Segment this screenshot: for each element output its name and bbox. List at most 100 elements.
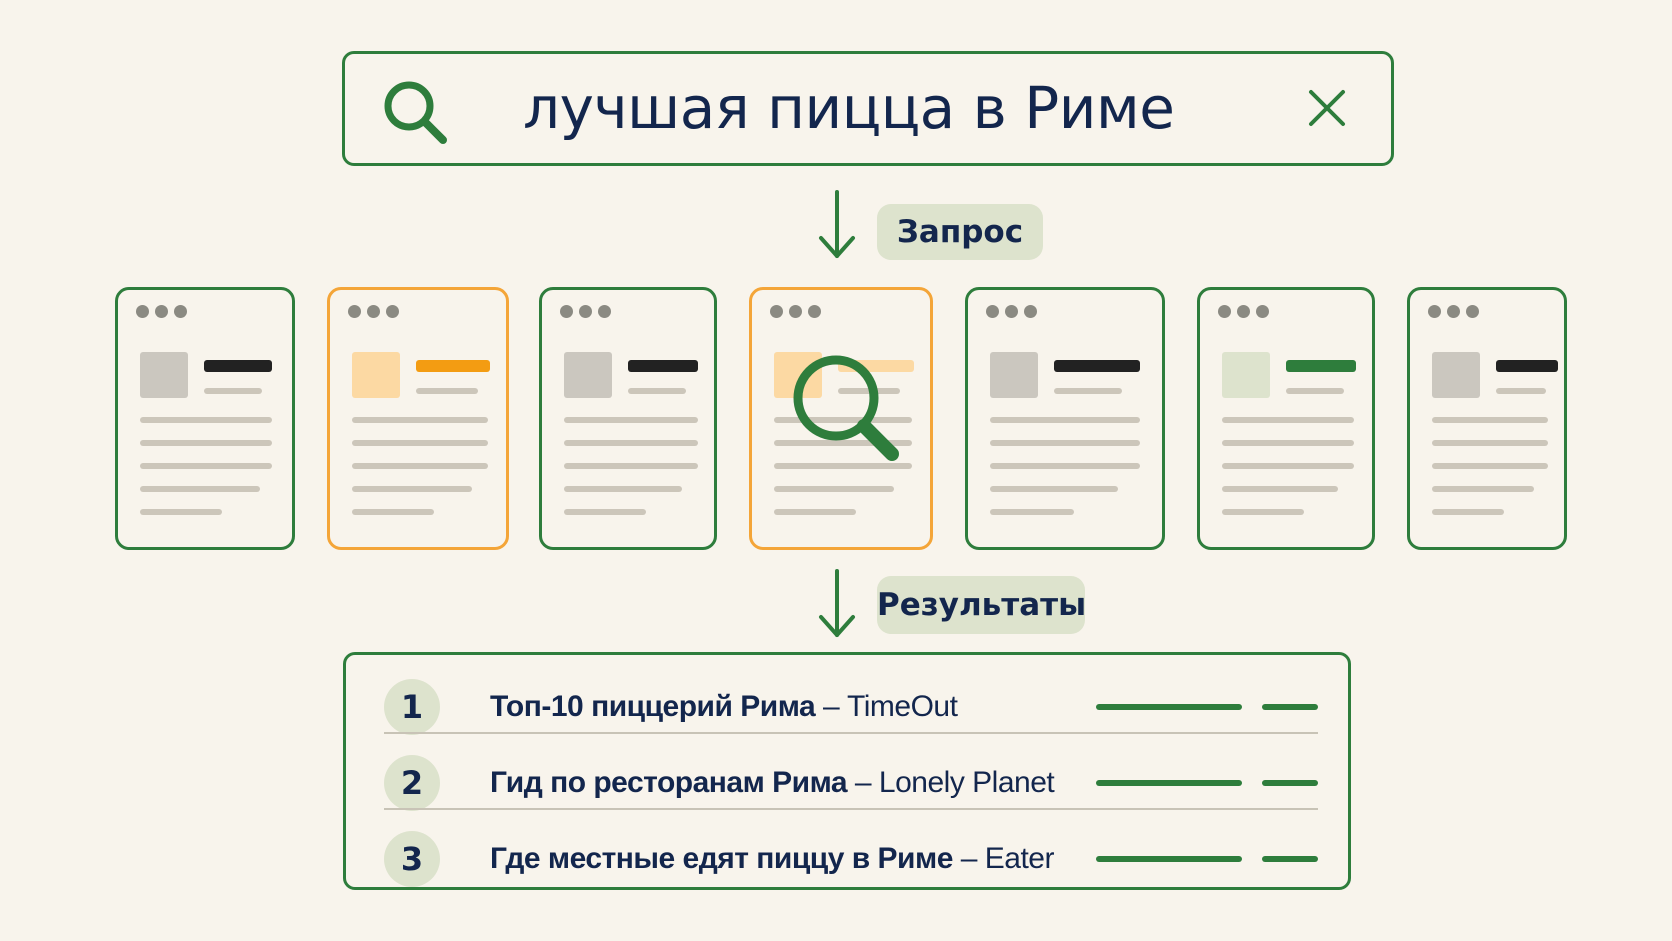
text-line [774,463,912,469]
result-separator: – [952,842,985,875]
text-line [140,463,272,469]
page-heading [628,360,698,372]
page-thumbnail [990,352,1038,398]
text-line [140,417,272,423]
text-line [1432,509,1504,515]
search-bar[interactable]: лучшая пицца в Риме [342,51,1394,166]
result-source: Eater [984,842,1055,875]
text-line [774,417,912,423]
down-arrow-icon [819,569,855,637]
results-step-label: Результаты [877,576,1086,634]
search-icon [384,81,447,144]
rank-badge: 2 [384,755,440,811]
page-heading [1496,360,1558,372]
result-separator: – [815,690,848,723]
text-line [1432,417,1548,423]
search-query[interactable]: лучшая пицца в Риме [523,74,1175,142]
window-dots-icon [1428,305,1485,319]
relevance-bar [1262,856,1318,862]
text-line [564,417,698,423]
window-dots-icon [770,305,827,319]
result-title-link[interactable]: Гид по ресторанам Рима – Lonely Planet [490,743,1055,819]
page-subheading [1054,388,1122,394]
window-dots-icon [348,305,405,319]
result-row[interactable]: 2 Гид по ресторанам Рима – Lonely Planet [384,743,1318,819]
relevance-bar [1096,856,1242,862]
rank-badge: 3 [384,831,440,887]
page-card-inspected [749,287,933,550]
text-line [564,509,646,515]
page-card-relevant [1197,287,1375,550]
text-line [1222,417,1354,423]
page-subheading [1496,388,1546,394]
relevance-bar [1262,780,1318,786]
text-line [564,463,698,469]
text-line [564,486,682,492]
text-line [774,509,856,515]
query-step-label: Запрос [877,204,1043,260]
result-separator: – [847,766,879,799]
text-line [140,440,272,446]
result-title: Где местные едят пиццу в Риме [490,842,953,875]
page-card [539,287,717,550]
page-thumbnail [1432,352,1480,398]
text-line [352,463,488,469]
text-line [1432,486,1534,492]
result-title: Топ-10 пиццерий Рима [490,690,816,723]
page-subheading [204,388,262,394]
text-line [352,486,472,492]
text-line [990,486,1118,492]
results-list: 1 Топ-10 пиццерий Рима – TimeOut 2 Гид п… [343,652,1351,890]
page-thumbnail [352,352,400,398]
page-card [1407,287,1567,550]
text-line [990,463,1140,469]
divider [384,732,1318,734]
page-card-highlighted [327,287,509,550]
text-line [564,440,698,446]
down-arrow-icon [819,190,855,258]
page-heading [416,360,490,372]
text-line [352,417,488,423]
text-line [990,509,1074,515]
result-title-link[interactable]: Топ-10 пиццерий Рима – TimeOut [490,667,958,743]
text-line [990,440,1140,446]
page-heading [1054,360,1140,372]
magnifier-icon [793,355,899,461]
page-subheading [628,388,686,394]
result-title-link[interactable]: Где местные едят пиццу в Риме – Eater [490,819,1054,895]
page-thumbnail [140,352,188,398]
divider [384,808,1318,810]
window-dots-icon [560,305,617,319]
page-thumbnail [564,352,612,398]
page-subheading [1286,388,1344,394]
text-line [140,509,222,515]
window-dots-icon [1218,305,1275,319]
text-line [990,417,1140,423]
text-line [774,440,912,446]
result-source: Lonely Planet [878,766,1055,799]
result-source: TimeOut [847,690,958,723]
page-card [965,287,1165,550]
window-dots-icon [136,305,193,319]
text-line [1432,463,1548,469]
text-line [352,440,488,446]
result-row[interactable]: 3 Где местные едят пиццу в Риме – Eater [384,819,1318,895]
page-thumbnail [1222,352,1270,398]
result-row[interactable]: 1 Топ-10 пиццерий Рима – TimeOut [384,667,1318,743]
relevance-bar [1096,780,1242,786]
page-card [115,287,295,550]
result-title: Гид по ресторанам Рима [490,766,848,799]
page-heading [204,360,272,372]
relevance-bar [1262,704,1318,710]
text-line [1432,440,1548,446]
text-line [1222,486,1338,492]
text-line [352,509,434,515]
relevance-bar [1096,704,1242,710]
rank-badge: 1 [384,679,440,735]
text-line [1222,509,1304,515]
close-icon[interactable] [1305,86,1349,130]
text-line [1222,440,1354,446]
text-line [140,486,260,492]
text-line [774,486,894,492]
page-heading [1286,360,1356,372]
